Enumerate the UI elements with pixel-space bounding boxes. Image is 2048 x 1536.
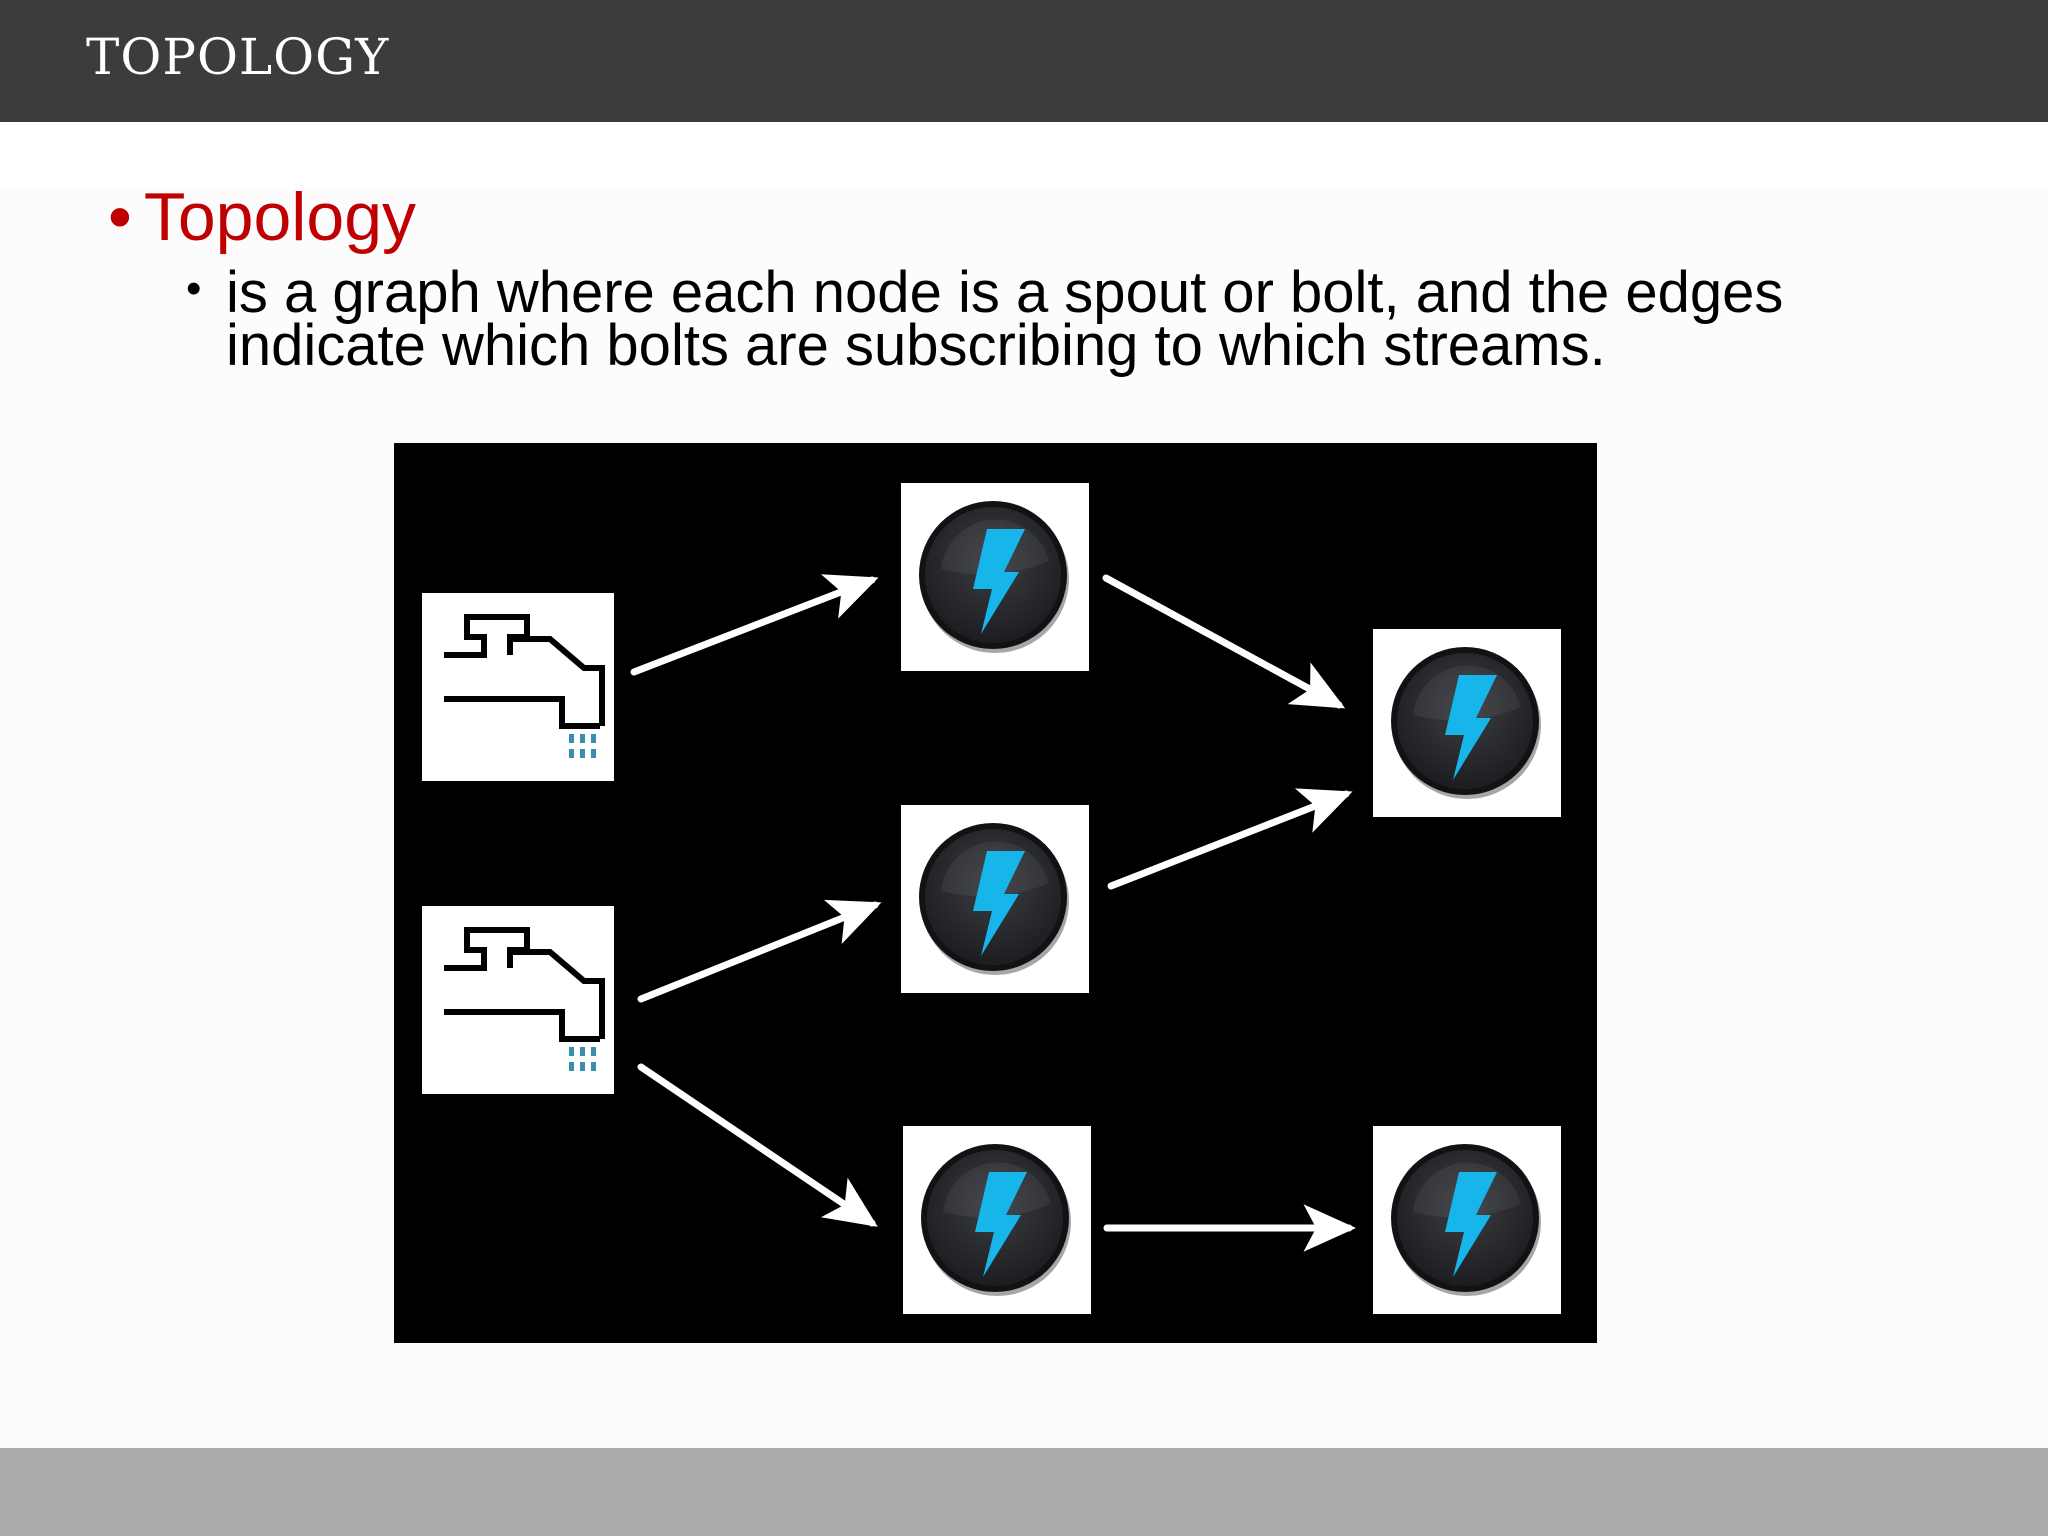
node-spout-1 bbox=[422, 593, 614, 781]
bullet-sub-text: is a graph where each node is a spout or… bbox=[226, 260, 1784, 378]
node-bolt-4 bbox=[1373, 629, 1561, 817]
edge-bolt2-bolt4 bbox=[1107, 788, 1353, 890]
bullet-topology: •Topology bbox=[108, 178, 416, 256]
edge-bolt1-bolt4 bbox=[1102, 574, 1346, 709]
edge-spout2-bolt2 bbox=[637, 899, 882, 1003]
node-bolt-3 bbox=[903, 1126, 1091, 1314]
topology-diagram bbox=[394, 443, 1597, 1343]
edge-spout1-bolt1 bbox=[630, 574, 879, 676]
topology-edges bbox=[630, 574, 1356, 1252]
spout-box bbox=[422, 593, 614, 781]
bullet-dot: • bbox=[108, 179, 132, 255]
bullet-main-text: Topology bbox=[143, 179, 417, 255]
node-bolt-2 bbox=[901, 805, 1089, 993]
footer-bar bbox=[0, 1448, 2048, 1536]
node-bolt-5 bbox=[1373, 1126, 1561, 1314]
slide-title: TOPOLOGY bbox=[86, 28, 390, 86]
node-bolt-1 bbox=[901, 483, 1089, 671]
bullet-dot: • bbox=[186, 264, 202, 313]
spout-box bbox=[422, 906, 614, 1094]
node-spout-2 bbox=[422, 906, 614, 1094]
title-bar: TOPOLOGY bbox=[0, 0, 2048, 122]
bullet-description: • is a graph where each node is a spout … bbox=[186, 260, 1926, 378]
edge-spout2-bolt3 bbox=[637, 1063, 878, 1227]
